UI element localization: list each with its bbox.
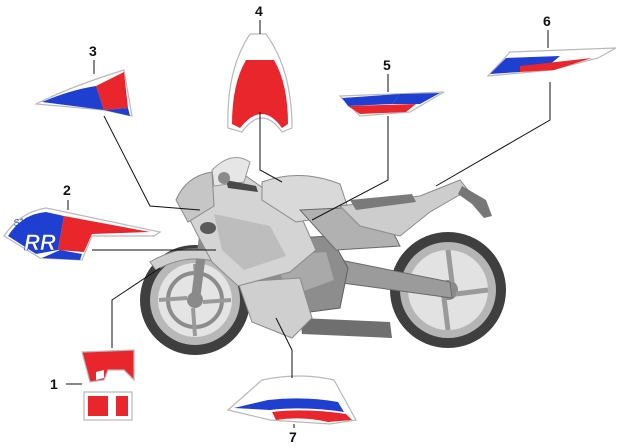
license-plate-holder (458, 186, 492, 218)
leader-7 (275, 317, 295, 428)
callout-2: 2 (63, 182, 71, 198)
decal-1 (81, 349, 135, 421)
callouts: 1 2 3 4 5 6 7 (50, 3, 551, 445)
nose (175, 171, 215, 223)
decal-3 (33, 69, 133, 117)
decal-2: S1000 RR (3, 207, 162, 261)
belly-pan (237, 277, 313, 339)
leader-3 (93, 60, 201, 211)
decal-1-upper (81, 349, 135, 383)
leader-lines (66, 20, 551, 428)
exhaust (300, 318, 392, 338)
tail-section (338, 179, 469, 237)
decal-4 (227, 33, 293, 133)
decal-2-model-text: S1000 (13, 214, 40, 228)
callout-4: 4 (255, 3, 263, 19)
motorcycle (140, 157, 506, 355)
decal-5 (338, 91, 445, 117)
callout-6: 6 (543, 13, 551, 29)
decal-6 (486, 47, 617, 77)
seat (350, 194, 416, 210)
leader-6 (435, 30, 551, 187)
callout-1: 1 (50, 376, 58, 392)
decal-2-badge-text: RR (24, 230, 56, 255)
leader-2 (67, 200, 216, 251)
callout-3: 3 (89, 43, 97, 59)
callout-7: 7 (289, 429, 297, 445)
leader-1 (66, 267, 161, 385)
leader-4 (259, 20, 283, 183)
decal-7 (226, 375, 357, 425)
leader-5 (311, 74, 389, 221)
callout-5: 5 (383, 57, 391, 73)
